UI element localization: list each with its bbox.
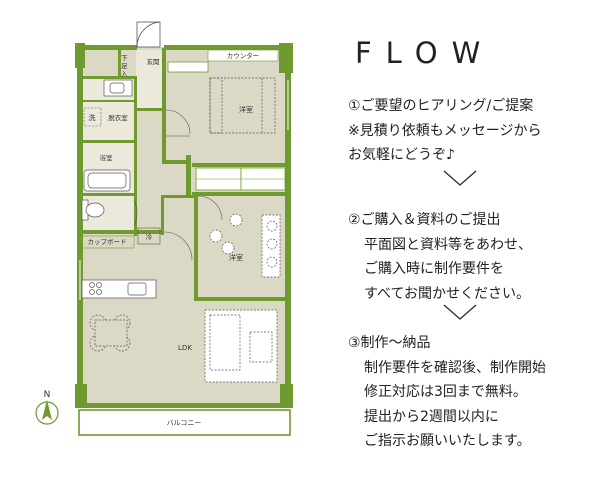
north-arrow-icon [35,400,59,425]
cupboard-outline [81,235,135,249]
entrance-label: 玄関 [147,57,160,66]
balcony-label: バルコニー [167,419,202,427]
sofa-set [204,309,278,383]
step-2-line-3: ご購入時に制作要件を [364,261,504,277]
dressing-room-label: 脱衣室 [108,113,128,122]
chevron-down-icon [443,170,477,186]
step-3-line-5: ご指示お願いいたします。 [364,433,531,449]
windows [79,80,289,300]
step-2-line-4: すべてお聞かせください。 [364,285,531,302]
step-3-line-2: 制作要件を確認後、制作開始 [364,359,546,376]
washroom-mark: 洗 [89,113,96,122]
balcony [78,409,291,436]
ldk-label: LDK [178,344,192,352]
cupboard-label: カップボード [88,238,127,246]
closet [167,61,209,73]
flow-title: FLOW [355,36,495,70]
toilet [81,199,105,221]
fridge-label: 冷 [146,232,153,241]
step-3-line-4: 提出から2週間以内に [364,408,499,425]
washbasin [103,79,133,97]
walls [75,43,293,408]
western-room-2-label: 洋室 [229,253,243,262]
flow-step-1: ①ご要望のヒアリング/ご提案 ※見積り依頼もメッセージから お気軽にどうぞ♪ [348,94,541,168]
room2-furniture [209,213,281,278]
chevron-down-icon [443,304,477,320]
counter [207,49,279,62]
shoe-storage-label: 下 足 入 [121,54,130,78]
entrance-door [136,21,161,48]
kitchen-counter [81,279,157,299]
western-room-1-label: 洋室 [239,105,253,114]
hall-doors [163,109,223,261]
step-2-line-2: 平面図と資料等をあわせ、 [364,236,532,253]
step-1-line-3: お気軽にどうぞ♪ [348,147,455,163]
step-1-line-2: ※見積り依頼もメッセージから [348,122,542,139]
bathroom-label: 浴室 [100,153,114,162]
fridge-box [137,227,161,245]
dining-set [89,314,131,352]
step-1-heading: ①ご要望のヒアリング/ご提案 [348,98,534,114]
bed-furniture [209,77,276,134]
flow-step-3: ③制作～納品 制作要件を確認後、制作開始 修正対応は3回まで無料。 提出から2週… [348,331,546,454]
step-3-line-3: 修正対応は3回まで無料。 [364,384,527,400]
entrance-floor [136,50,164,110]
step-2-heading: ②ご購入＆資料のご提出 [348,212,501,228]
washing-machine [83,107,102,127]
floor-plan: カウンター 洋室 下 足 入 玄関 洗 脱衣室 浴室 [35,21,293,436]
step-3-heading: ③制作～納品 [348,335,431,351]
counter-label: カウンター [227,51,260,60]
toilet-door [133,199,138,227]
north-label: N [44,390,51,400]
flow-step-2: ②ご購入＆資料のご提出 平面図と資料等をあわせ、 ご購入時に制作要件を すべてお… [348,208,532,306]
bathtub [83,169,131,192]
